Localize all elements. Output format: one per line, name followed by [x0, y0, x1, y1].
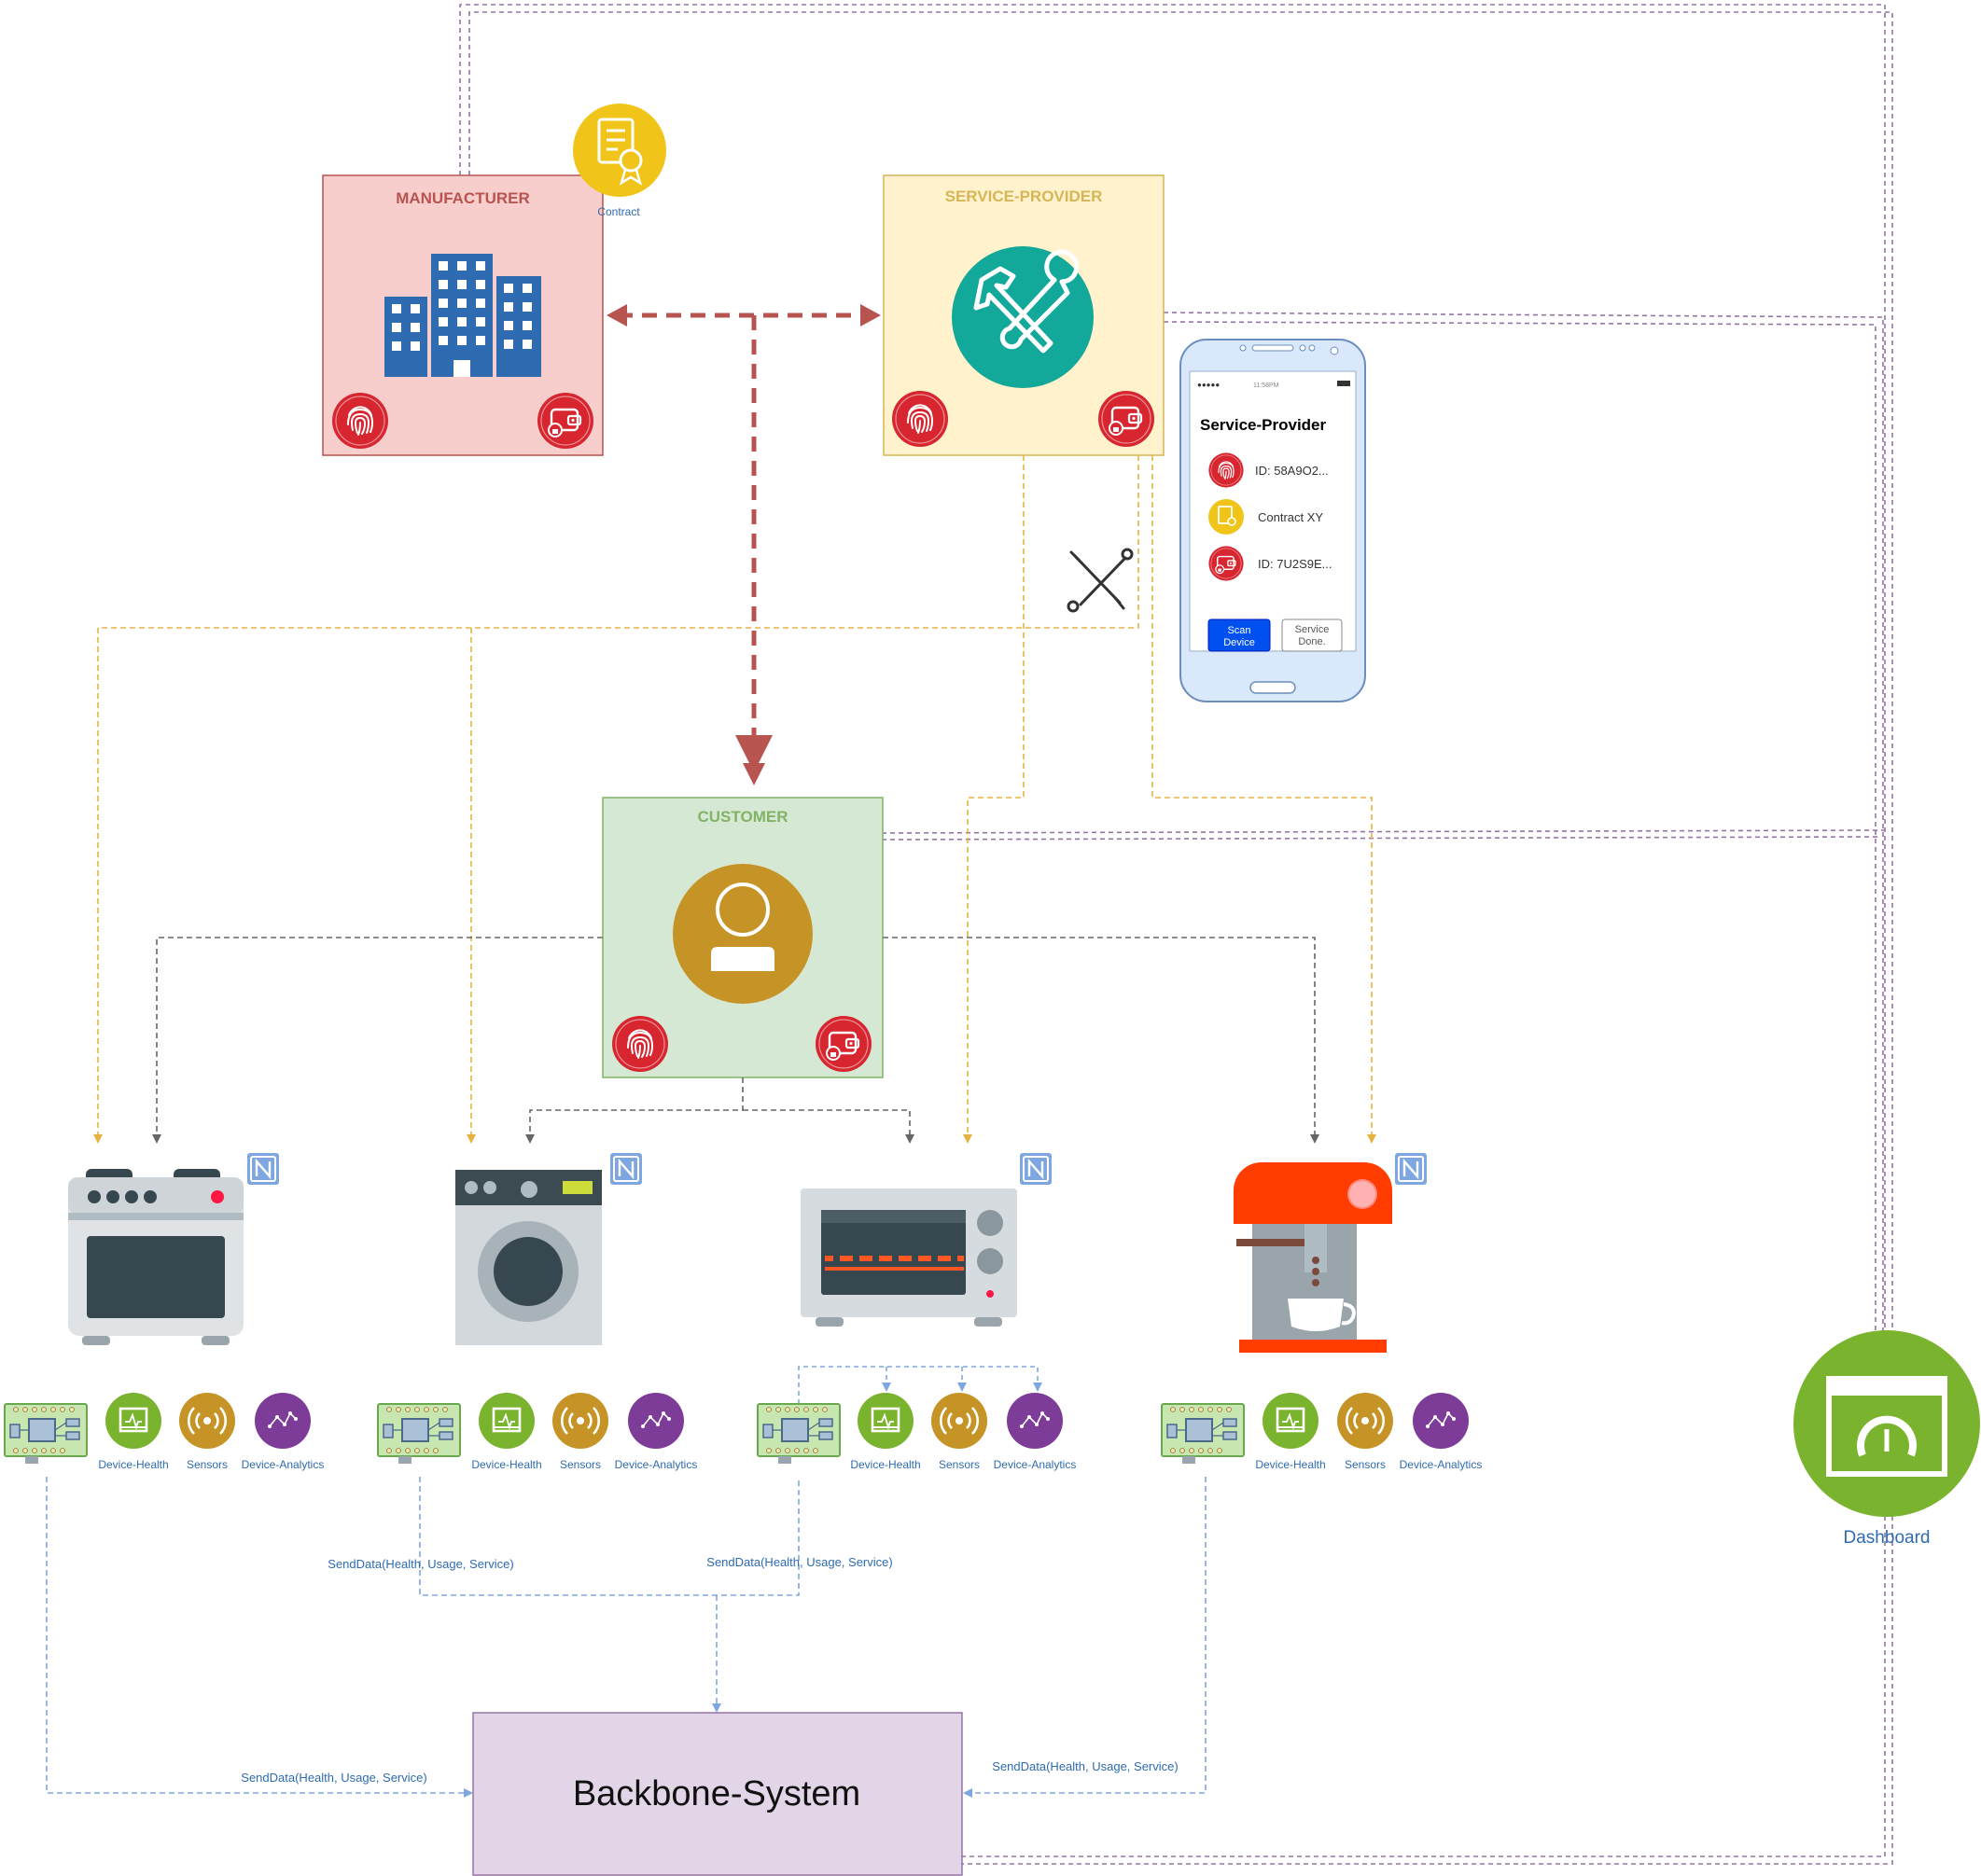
- svg-text:Sensors: Sensors: [560, 1458, 601, 1471]
- device-health-icon[interactable]: [1261, 1391, 1320, 1451]
- dashboard-label: Dashboard: [1844, 1528, 1931, 1548]
- service-done-button[interactable]: Service Done.: [1281, 618, 1343, 652]
- svg-text:Sensors: Sensors: [939, 1458, 980, 1471]
- senddata-label: SendData(Health, Usage, Service): [706, 1555, 892, 1569]
- coffee-machine-icon[interactable]: [1234, 1162, 1392, 1353]
- sensors-icon[interactable]: [551, 1391, 610, 1451]
- device-analytics-icon[interactable]: [1006, 1392, 1064, 1450]
- arrow-head-left: [607, 304, 627, 327]
- stove-icon[interactable]: [68, 1169, 244, 1345]
- fingerprint-icon: [891, 390, 949, 448]
- phone-title: Service-Provider: [1200, 416, 1327, 434]
- arrow-head-right: [860, 304, 881, 327]
- circuit-board-icon: [1161, 1403, 1245, 1465]
- device-analytics-icon[interactable]: [627, 1392, 685, 1450]
- svg-text:Device-Analytics: Device-Analytics: [615, 1458, 698, 1471]
- svg-text:Sensors: Sensors: [1345, 1458, 1386, 1471]
- dashboard-icon: [1826, 1376, 1947, 1477]
- phone-item-2: Contract XY: [1258, 510, 1323, 524]
- microwave-icon[interactable]: [801, 1188, 1017, 1327]
- customer-node[interactable]: CUSTOMER: [602, 797, 884, 1078]
- senddata-labels: SendData(Health, Usage, Service) SendDat…: [241, 1555, 1178, 1785]
- device-health-icon[interactable]: [104, 1391, 163, 1451]
- nfc-icon: [608, 1151, 644, 1187]
- scan-device-button[interactable]: Scan Device: [1207, 618, 1271, 652]
- wallet-icon: [814, 1014, 873, 1074]
- phone-item-3: ID: 7U2S9E...: [1258, 557, 1332, 571]
- phone-status-time: 11:58PM: [1253, 382, 1279, 389]
- crossed-tools-icon: [1067, 548, 1134, 613]
- fingerprint-icon: [331, 392, 389, 450]
- relationship-arrows: [618, 313, 866, 772]
- nfc-icon: [1393, 1151, 1429, 1187]
- backbone-system[interactable]: Backbone-System: [472, 1712, 963, 1876]
- manufacturer-node[interactable]: MANUFACTURER: [322, 174, 604, 456]
- svg-text:Device-Health: Device-Health: [850, 1458, 920, 1471]
- device-analytics-icon[interactable]: [254, 1392, 312, 1450]
- customer-label: CUSTOMER: [698, 808, 788, 826]
- wallet-icon: [536, 391, 595, 451]
- svg-text:Device-Analytics: Device-Analytics: [1400, 1458, 1483, 1471]
- sensors-icon[interactable]: [1335, 1391, 1395, 1451]
- dashboard-connectors: [459, 4, 1893, 1865]
- battery-icon: [1337, 381, 1350, 386]
- nfc-icon: [1018, 1151, 1053, 1187]
- svg-text:Device-Health: Device-Health: [471, 1458, 541, 1471]
- fingerprint-icon: [1207, 452, 1245, 489]
- phone-item-1: ID: 58A9O2...: [1255, 464, 1329, 478]
- senddata-label: SendData(Health, Usage, Service): [992, 1759, 1178, 1773]
- circuit-board-icon: [377, 1403, 461, 1465]
- svg-text:Service: Service: [1295, 624, 1330, 635]
- phone-app[interactable]: ●●●●● 11:58PM Service-Provider ID: 58A9O…: [1179, 339, 1366, 702]
- senddata-connectors: [46, 1477, 1207, 1798]
- device-components-washer: Device-Health Sensors Device-Analytics: [377, 1391, 698, 1471]
- circuit-board-icon: [4, 1403, 88, 1465]
- dashboard-node[interactable]: Dashboard: [1793, 1330, 1980, 1548]
- senddata-label: SendData(Health, Usage, Service): [241, 1771, 426, 1785]
- sensors-icon[interactable]: [929, 1391, 989, 1451]
- svg-text:●●●●●: ●●●●●: [1197, 381, 1220, 389]
- user-icon: [673, 864, 813, 1004]
- backbone-system-label: Backbone-System: [573, 1774, 860, 1813]
- wallet-icon: [1096, 389, 1156, 449]
- service-provider-node[interactable]: SERVICE-PROVIDER: [883, 174, 1165, 456]
- device-health-icon[interactable]: [856, 1391, 915, 1451]
- device-analytics-icon[interactable]: [1412, 1392, 1470, 1450]
- service-provider-label: SERVICE-PROVIDER: [945, 188, 1103, 205]
- device-components-stove: Device-Health Sensors Device-Analytics: [4, 1391, 325, 1471]
- contract-icon: [1208, 499, 1244, 535]
- manufacturer-label: MANUFACTURER: [396, 189, 530, 207]
- wallet-icon: [1207, 545, 1245, 582]
- contract-icon[interactable]: Contract: [573, 104, 666, 218]
- nfc-icon: [245, 1151, 281, 1187]
- svg-text:Device-Analytics: Device-Analytics: [994, 1458, 1077, 1471]
- svg-text:Done.: Done.: [1298, 636, 1325, 647]
- ownership-connectors: [152, 937, 1319, 1144]
- svg-text:Device: Device: [1223, 637, 1255, 648]
- fingerprint-icon: [611, 1015, 669, 1073]
- device-components-microwave: Device-Health Sensors Device-Analytics: [757, 1366, 1077, 1471]
- contract-label: Contract: [597, 205, 640, 218]
- svg-text:Device-Health: Device-Health: [1255, 1458, 1325, 1471]
- arrow-head-down: [743, 763, 765, 785]
- sensors-icon[interactable]: [177, 1391, 237, 1451]
- service-connectors: [93, 455, 1376, 1144]
- tools-icon: [952, 246, 1094, 388]
- svg-text:Sensors: Sensors: [187, 1458, 228, 1471]
- circuit-board-icon: [757, 1403, 841, 1465]
- senddata-label: SendData(Health, Usage, Service): [328, 1557, 513, 1571]
- svg-text:Scan: Scan: [1227, 625, 1250, 636]
- svg-text:Device-Health: Device-Health: [98, 1458, 168, 1471]
- svg-text:Device-Analytics: Device-Analytics: [242, 1458, 325, 1471]
- washing-machine-icon[interactable]: [455, 1170, 602, 1345]
- device-components-coffee: Device-Health Sensors Device-Analytics: [1161, 1391, 1483, 1471]
- device-health-icon[interactable]: [477, 1391, 537, 1451]
